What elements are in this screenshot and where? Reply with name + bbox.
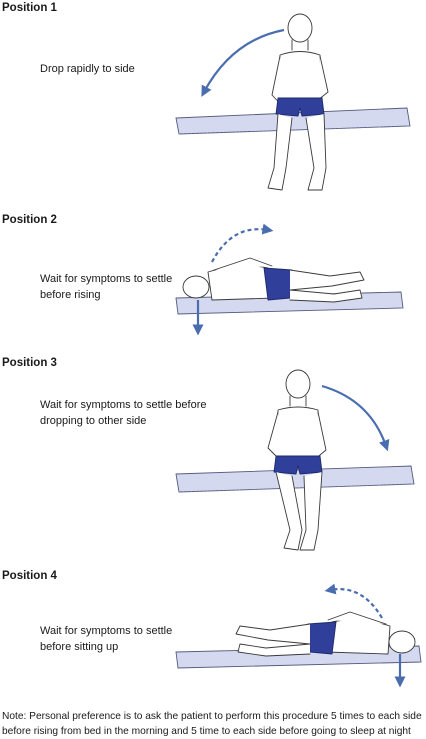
- caption-line: before rising: [40, 288, 101, 301]
- drop-arrow: [321, 384, 390, 452]
- position-4-caption: Wait for symptoms to settle before sitti…: [40, 624, 172, 655]
- position-3-heading: Position 3: [2, 357, 57, 369]
- caption-line: dropping to other side: [40, 414, 147, 427]
- note-line: before rising from bed in the morning an…: [2, 726, 411, 737]
- position-3-caption: Wait for symptoms to settle before dropp…: [40, 398, 206, 429]
- shorts: [275, 97, 325, 117]
- caption-line: Wait for symptoms to settle: [40, 625, 173, 637]
- caption-line: Wait for symptoms to settle before: [40, 399, 207, 411]
- caption-line: before sitting up: [40, 640, 119, 653]
- bed: [175, 465, 415, 493]
- position-2-heading: Position 2: [2, 214, 57, 226]
- drop-arrow: [201, 28, 285, 97]
- note-line: Note: Personal preference is to ask the …: [2, 711, 422, 722]
- position-2-illustration: [175, 223, 404, 336]
- position-1-caption: Drop rapidly to side: [40, 62, 135, 78]
- procedure-note: Note: Personal preference is to ask the …: [2, 709, 426, 739]
- sitting-figure: [267, 13, 329, 191]
- rise-arrow: [211, 223, 274, 263]
- position-4-illustration: [175, 583, 422, 688]
- position-2-caption: Wait for symptoms to settle before risin…: [40, 272, 172, 303]
- shorts: [263, 267, 293, 301]
- bed: [175, 107, 411, 135]
- position-3-illustration: [175, 369, 415, 551]
- shorts: [307, 621, 337, 655]
- caption-line: Wait for symptoms to settle: [40, 273, 173, 285]
- sitting-figure: [267, 369, 327, 551]
- lying-figure: [235, 611, 416, 657]
- shorts: [273, 455, 323, 475]
- position-1-illustration: [175, 13, 411, 191]
- rise-arrow: [324, 583, 383, 619]
- position-1-heading: Position 1: [2, 2, 57, 14]
- position-4-heading: Position 4: [2, 570, 57, 582]
- lying-figure: [182, 257, 365, 303]
- caption-line: Drop rapidly to side: [40, 63, 135, 75]
